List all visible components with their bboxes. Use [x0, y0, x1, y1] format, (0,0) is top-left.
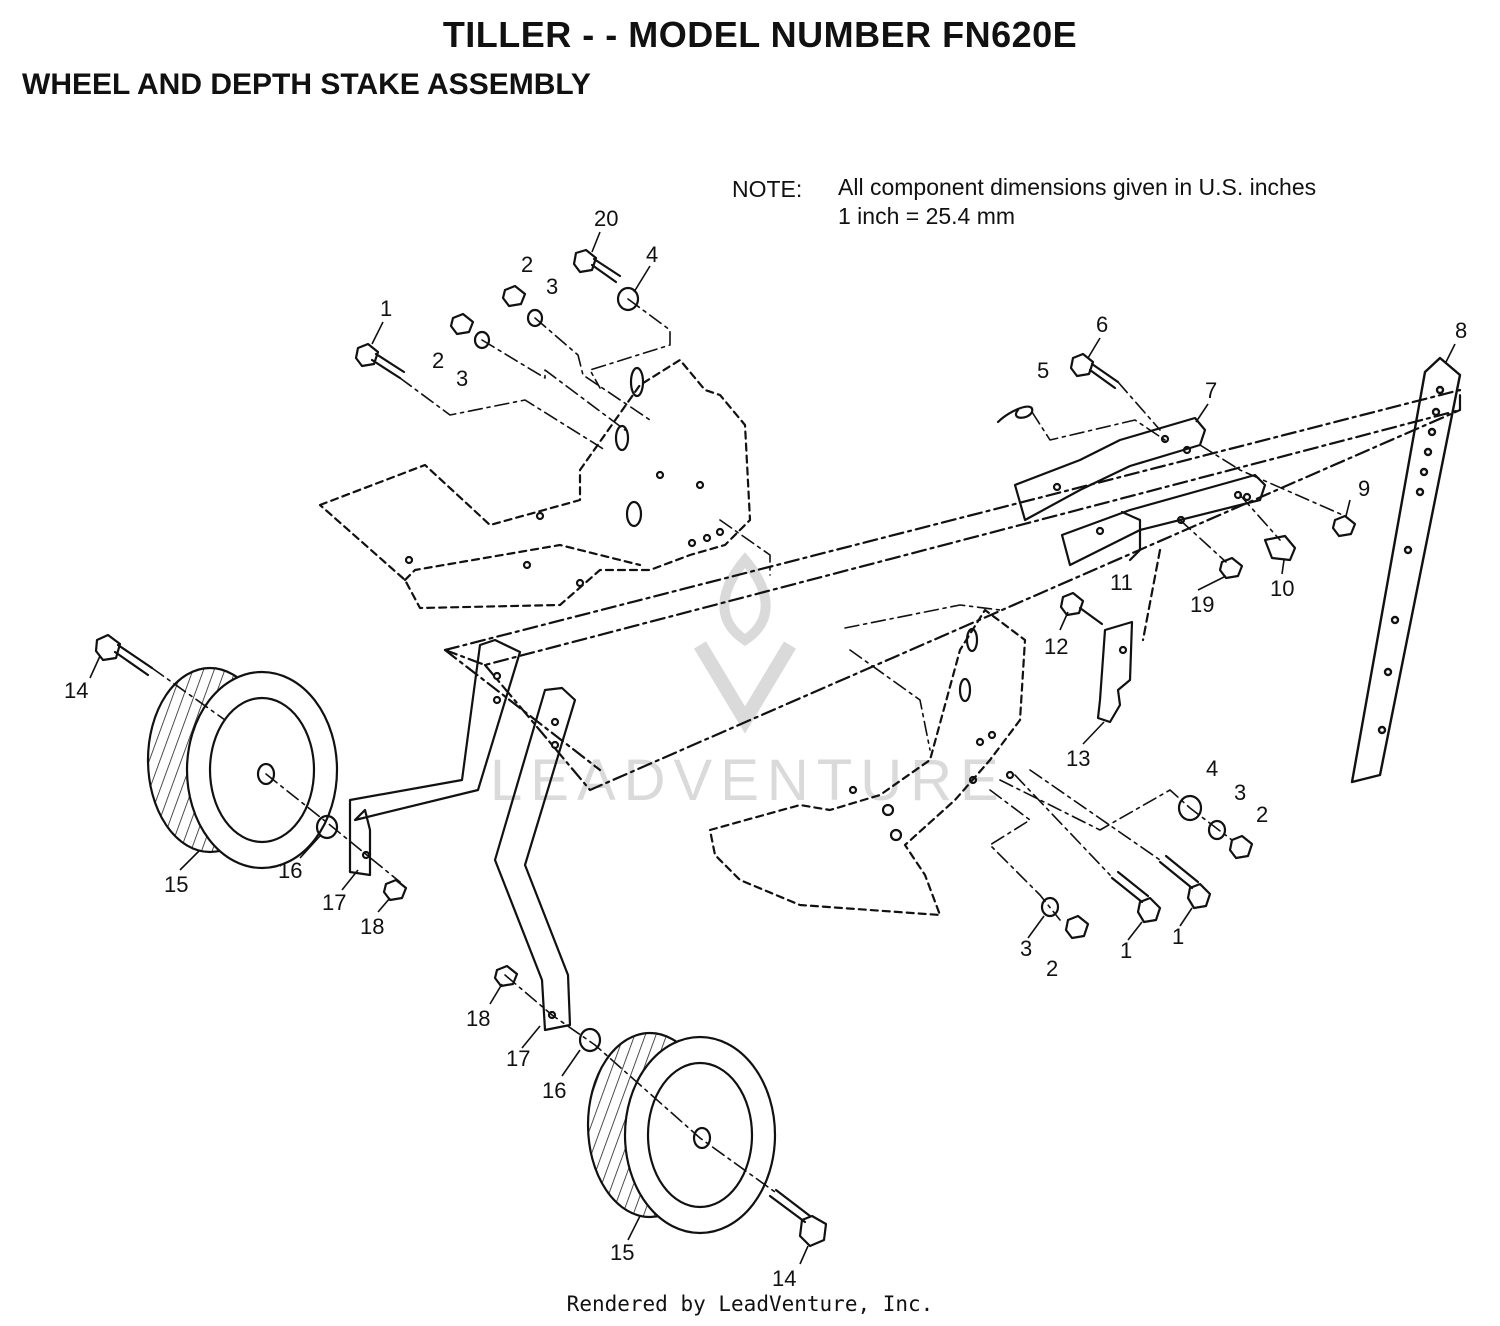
note-line-2: 1 inch = 25.4 mm [838, 203, 1016, 229]
depth-stake-bracket [1060, 473, 1267, 642]
wheel-left [146, 666, 339, 870]
callout-10: 10 [1270, 576, 1294, 601]
callout-15: 15 [164, 872, 188, 897]
callout-19: 19 [1190, 592, 1214, 617]
callout-15: 15 [610, 1240, 634, 1265]
alignment-lines [151, 298, 1346, 1193]
callout-12: 12 [1044, 634, 1068, 659]
watermark-flame-icon [719, 552, 771, 647]
note-line-1: All component dimensions given in U.S. i… [838, 174, 1317, 200]
wheel-axle-arm-left [348, 638, 522, 877]
hardware [94, 248, 1357, 1248]
lower-frame-bracket [708, 608, 1027, 917]
callout-1: 1 [1172, 924, 1184, 949]
callout-18: 18 [360, 914, 384, 939]
watermark: LEADVENTURE [490, 552, 1007, 813]
depth-bar-bracket [1013, 416, 1207, 522]
render-credit: Rendered by LeadVenture, Inc. [566, 1292, 934, 1316]
note-label: NOTE: [732, 176, 803, 202]
diagram-title: TILLER - - MODEL NUMBER FN620E [442, 14, 1078, 55]
callout-14: 14 [772, 1266, 796, 1291]
wheel-axle-arm-right [493, 686, 577, 1032]
callout-2: 2 [1046, 956, 1058, 981]
watermark-v-icon [693, 641, 797, 734]
callout-17: 17 [322, 890, 346, 915]
callout-labels: 20 4 2 3 1 2 3 6 5 7 8 9 10 19 11 12 13 … [64, 206, 1467, 1291]
lower-frame-bracket-holes [848, 627, 1015, 842]
callout-1: 1 [380, 296, 392, 321]
callout-1: 1 [1120, 938, 1132, 963]
callout-6: 6 [1096, 312, 1108, 337]
callout-3: 3 [546, 274, 558, 299]
depth-stake-lock [1096, 620, 1134, 724]
upper-frame-bracket [318, 358, 752, 610]
callout-11: 11 [1110, 570, 1133, 595]
watermark-text: LEADVENTURE [490, 748, 1007, 813]
callout-13: 13 [1066, 746, 1090, 771]
callout-5: 5 [1037, 358, 1049, 383]
callout-4: 4 [646, 242, 658, 267]
assembly-subtitle: WHEEL AND DEPTH STAKE ASSEMBLY [22, 68, 591, 101]
callout-3: 3 [1234, 780, 1246, 805]
callout-2: 2 [1256, 802, 1268, 827]
callout-16: 16 [542, 1078, 566, 1103]
callout-leaders [89, 231, 1456, 1265]
wheel-right [586, 1031, 777, 1235]
callout-8: 8 [1455, 318, 1467, 343]
callout-3: 3 [456, 366, 468, 391]
callout-3: 3 [1020, 936, 1032, 961]
callout-14: 14 [64, 678, 88, 703]
callout-17: 17 [506, 1046, 530, 1071]
axle-tube [443, 388, 1462, 792]
callout-2: 2 [521, 252, 533, 277]
callout-9: 9 [1358, 476, 1370, 501]
upper-frame-bracket-holes [404, 366, 725, 588]
callout-2: 2 [432, 348, 444, 373]
callout-18: 18 [466, 1006, 490, 1031]
callout-7: 7 [1205, 378, 1217, 403]
callout-20: 20 [594, 206, 618, 231]
callout-4: 4 [1206, 756, 1218, 781]
depth-stake [1350, 356, 1462, 784]
callout-16: 16 [278, 858, 302, 883]
